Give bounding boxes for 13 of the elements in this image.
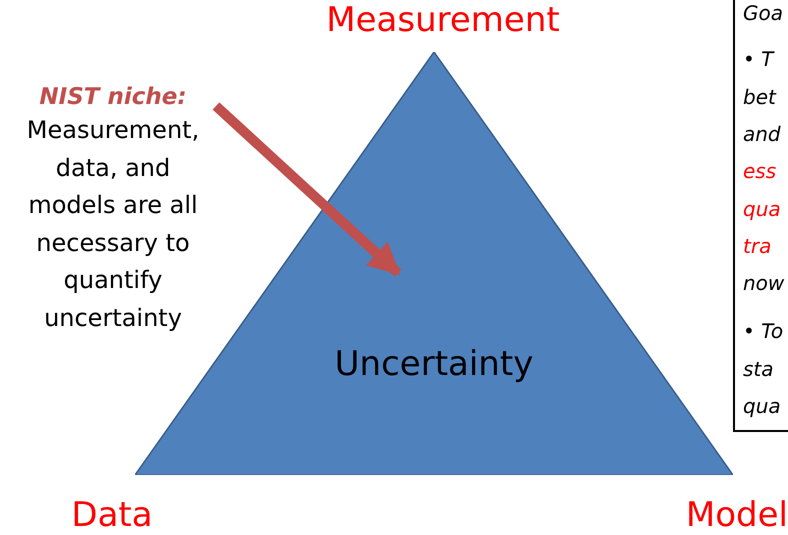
arrow bbox=[212, 102, 402, 277]
panel-text: • To sta qua bbox=[743, 318, 784, 420]
note-text: Measurement, data, and models are all necessary to quantify uncertainty bbox=[26, 115, 200, 334]
text-panel bbox=[733, 0, 788, 432]
vertex-label: Measurement bbox=[326, 0, 560, 40]
note-heading: NIST niche: bbox=[38, 83, 188, 112]
panel-heading: Goa bbox=[743, 0, 784, 27]
panel-text: ess qua tra bbox=[743, 158, 782, 260]
panel-text: now bbox=[743, 270, 786, 297]
triangle-label: Uncertainty bbox=[334, 344, 534, 384]
panel-text: • T bet and bbox=[743, 46, 782, 148]
vertex-label: Model bbox=[686, 495, 788, 535]
vertex-label: Data bbox=[71, 495, 153, 535]
